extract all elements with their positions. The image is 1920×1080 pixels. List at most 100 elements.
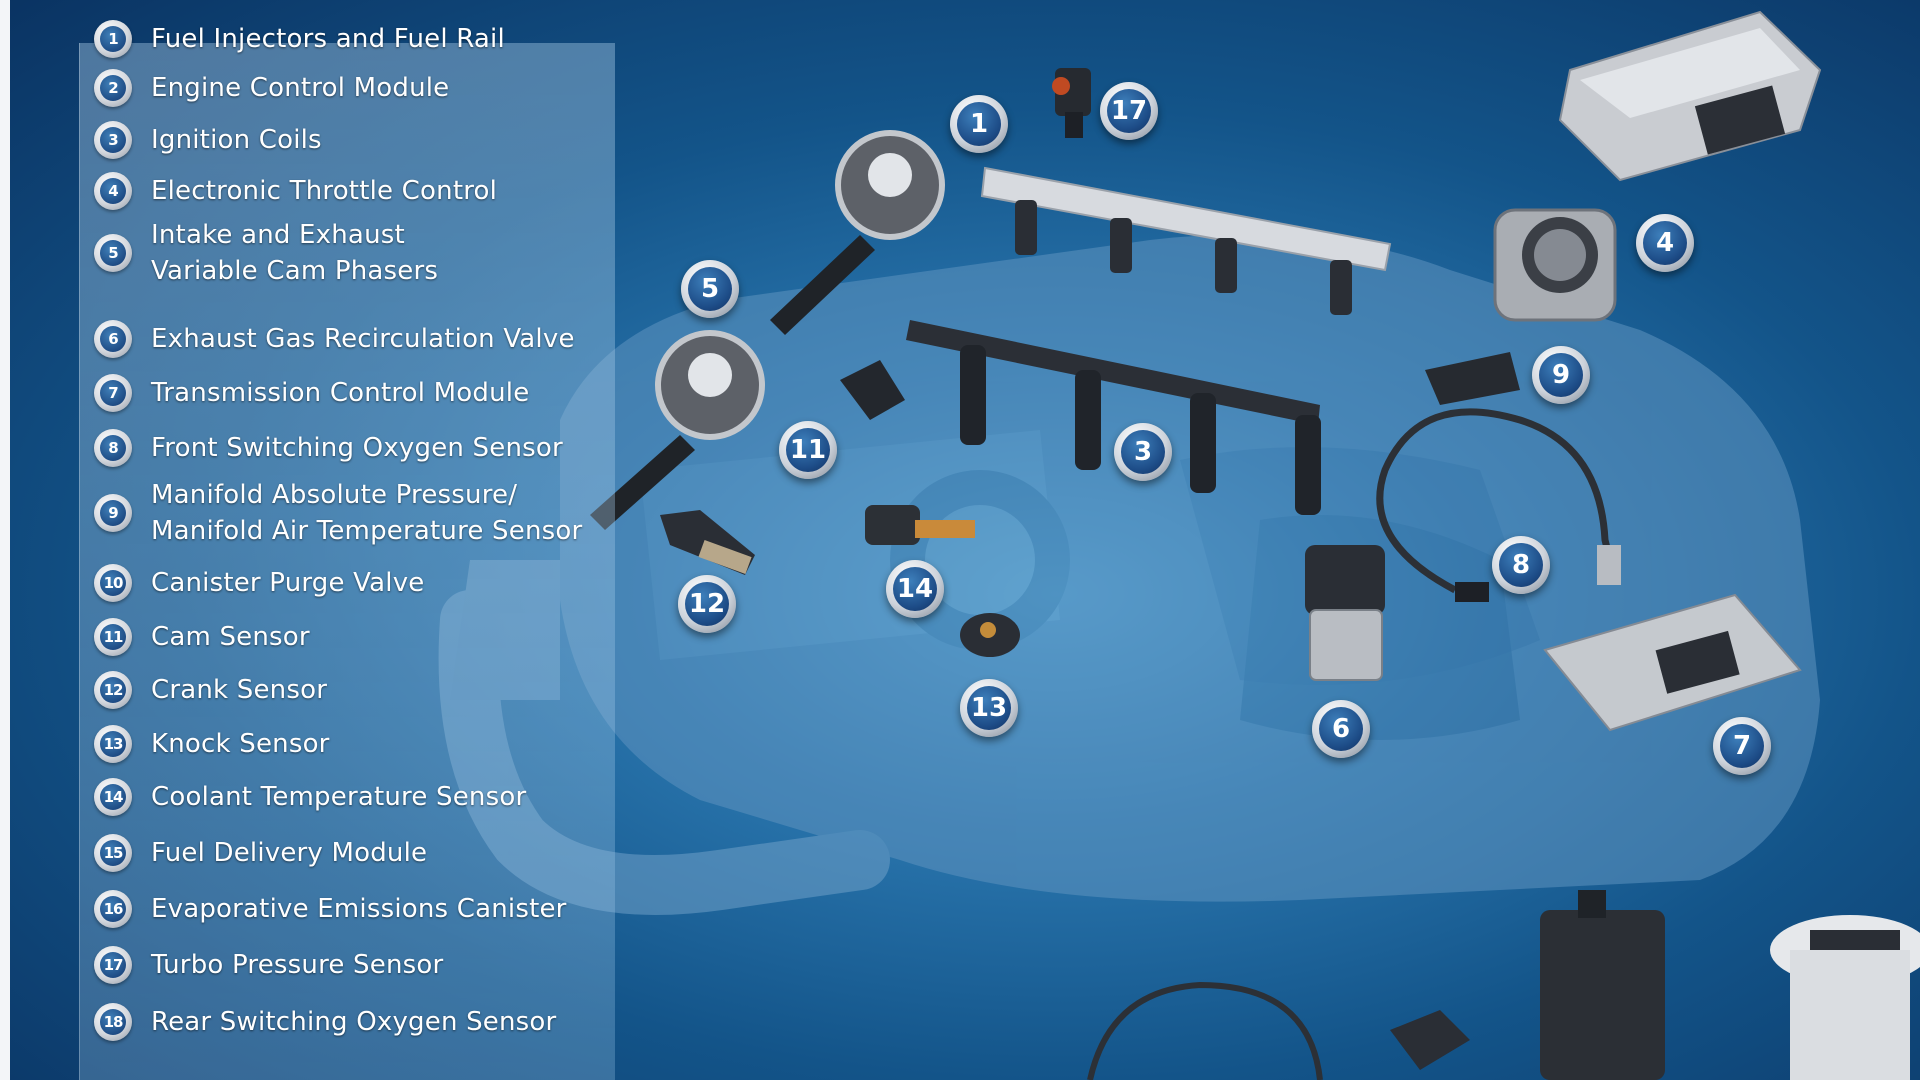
callout-14: 14 bbox=[886, 560, 944, 618]
turbo-pressure-sensor-illustration bbox=[1052, 68, 1091, 138]
callout-4-label: 4 bbox=[1643, 221, 1687, 265]
legend-label: Fuel Injectors and Fuel Rail bbox=[151, 24, 505, 54]
legend-label: Turbo Pressure Sensor bbox=[151, 950, 444, 980]
callout-6: 6 bbox=[1312, 700, 1370, 758]
legend-item-10: 10 Canister Purge Valve bbox=[94, 561, 424, 605]
legend-item-12: 12 Crank Sensor bbox=[94, 668, 327, 712]
coolant-sensor-illustration bbox=[865, 505, 975, 545]
legend-number: 4 bbox=[100, 178, 126, 204]
legend-label: Transmission Control Module bbox=[151, 378, 530, 408]
legend-number-badge: 7 bbox=[94, 374, 132, 412]
legend-number-badge: 6 bbox=[94, 320, 132, 358]
legend-number: 1 bbox=[100, 26, 126, 52]
legend-item-16: 16 Evaporative Emissions Canister bbox=[94, 887, 567, 931]
fuel-delivery-module-illustration bbox=[1770, 915, 1920, 1080]
legend-number-badge: 1 bbox=[94, 20, 132, 58]
throttle-body-illustration bbox=[1493, 208, 1617, 322]
legend-label: Ignition Coils bbox=[151, 125, 322, 155]
legend-item-5: 5 Intake and Exhaust Variable Cam Phasers bbox=[94, 220, 438, 286]
callout-9: 9 bbox=[1532, 346, 1590, 404]
legend-item-15: 15 Fuel Delivery Module bbox=[94, 831, 427, 875]
legend-number: 16 bbox=[100, 896, 126, 922]
callout-13: 13 bbox=[960, 679, 1018, 737]
legend-item-18: 18 Rear Switching Oxygen Sensor bbox=[94, 1000, 556, 1044]
legend-label: Intake and Exhaust Variable Cam Phasers bbox=[151, 220, 439, 286]
legend-label: Rear Switching Oxygen Sensor bbox=[151, 1007, 557, 1037]
legend-label: Front Switching Oxygen Sensor bbox=[151, 433, 563, 463]
oxygen-sensor-illustration bbox=[1376, 408, 1621, 602]
legend-number-badge: 17 bbox=[94, 946, 132, 984]
cam-sensor-illustration bbox=[840, 360, 905, 420]
legend-number: 11 bbox=[100, 624, 126, 650]
legend-number: 14 bbox=[100, 784, 126, 810]
legend-number: 12 bbox=[100, 677, 126, 703]
fuel-rail-illustration bbox=[980, 166, 1392, 315]
callout-11-label: 11 bbox=[786, 428, 830, 472]
legend-label: Cam Sensor bbox=[151, 622, 310, 652]
legend-number-badge: 10 bbox=[94, 564, 132, 602]
legend-number: 3 bbox=[100, 127, 126, 153]
legend-label: Canister Purge Valve bbox=[151, 568, 425, 598]
legend-item-7: 7 Transmission Control Module bbox=[94, 371, 529, 415]
callout-8-label: 8 bbox=[1499, 543, 1543, 587]
legend-label: Exhaust Gas Recirculation Valve bbox=[151, 324, 575, 354]
legend-label: Knock Sensor bbox=[151, 729, 330, 759]
legend-number-badge: 2 bbox=[94, 69, 132, 107]
legend-number: 5 bbox=[100, 240, 126, 266]
callout-12-label: 12 bbox=[685, 582, 729, 626]
legend-label: Engine Control Module bbox=[151, 73, 450, 103]
legend-number-badge: 3 bbox=[94, 121, 132, 159]
legend-number: 6 bbox=[100, 326, 126, 352]
legend-number: 17 bbox=[100, 952, 126, 978]
callout-3: 3 bbox=[1114, 423, 1172, 481]
legend-item-9: 9 Manifold Absolute Pressure/ Manifold Ai… bbox=[94, 480, 582, 546]
legend-number-badge: 4 bbox=[94, 172, 132, 210]
callout-13-label: 13 bbox=[967, 686, 1011, 730]
cam-phaser-illustration bbox=[590, 130, 945, 530]
legend-number-badge: 5 bbox=[94, 234, 132, 272]
legend-number: 15 bbox=[100, 840, 126, 866]
callout-7: 7 bbox=[1713, 717, 1771, 775]
knock-sensor-illustration bbox=[960, 613, 1020, 657]
transmission-module-illustration bbox=[1543, 593, 1802, 732]
legend-item-14: 14 Coolant Temperature Sensor bbox=[94, 775, 526, 819]
callout-9-label: 9 bbox=[1539, 353, 1583, 397]
legend-item-17: 17 Turbo Pressure Sensor bbox=[94, 943, 443, 987]
legend-label: Coolant Temperature Sensor bbox=[151, 782, 527, 812]
map-sensor-illustration bbox=[1425, 352, 1520, 405]
callout-3-label: 3 bbox=[1121, 430, 1165, 474]
legend-number: 10 bbox=[100, 570, 126, 596]
legend-label: Crank Sensor bbox=[151, 675, 328, 705]
legend-label: Manifold Absolute Pressure/ Manifold Air… bbox=[151, 480, 583, 546]
legend-label: Evaporative Emissions Canister bbox=[151, 894, 567, 924]
legend-number: 18 bbox=[100, 1009, 126, 1035]
callout-1: 1 bbox=[950, 95, 1008, 153]
legend-panel: 1 Fuel Injectors and Fuel Rail 2 Engine Con… bbox=[79, 20, 615, 1080]
legend-label: Fuel Delivery Module bbox=[151, 838, 428, 868]
legend-number: 8 bbox=[100, 435, 126, 461]
legend-item-2: 2 Engine Control Module bbox=[94, 66, 449, 110]
ignition-coil-illustration bbox=[906, 320, 1321, 515]
callout-5-label: 5 bbox=[688, 267, 732, 311]
legend-number-badge: 15 bbox=[94, 834, 132, 872]
legend-number: 9 bbox=[100, 500, 126, 526]
egr-valve-illustration bbox=[1305, 545, 1385, 681]
rear-oxygen-sensor-illustration bbox=[1087, 981, 1323, 1080]
legend-number-badge: 14 bbox=[94, 778, 132, 816]
legend-number-badge: 18 bbox=[94, 1003, 132, 1041]
left-border bbox=[0, 0, 10, 1080]
legend-item-11: 11 Cam Sensor bbox=[94, 615, 310, 659]
legend-item-13: 13 Knock Sensor bbox=[94, 722, 330, 766]
callout-12: 12 bbox=[678, 575, 736, 633]
legend-number-badge: 13 bbox=[94, 725, 132, 763]
legend-number: 13 bbox=[100, 731, 126, 757]
engine-control-module-illustration bbox=[1558, 10, 1822, 182]
legend-item-3: 3 Ignition Coils bbox=[94, 118, 322, 162]
legend-number-badge: 16 bbox=[94, 890, 132, 928]
legend-number-badge: 8 bbox=[94, 429, 132, 467]
purge-valve-illustration bbox=[1390, 1010, 1470, 1070]
legend-item-6: 6 Exhaust Gas Recirculation Valve bbox=[94, 317, 575, 361]
